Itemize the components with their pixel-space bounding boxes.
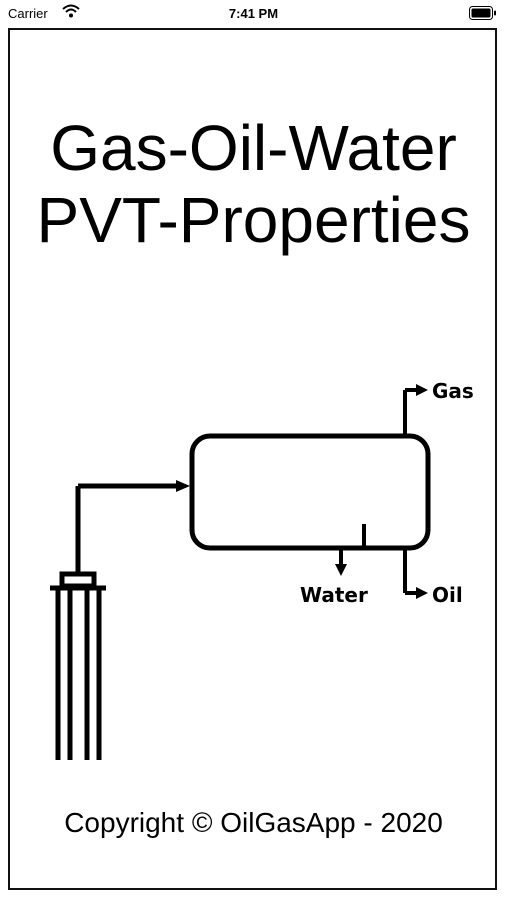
wellhead <box>50 483 180 760</box>
battery-icon <box>469 6 497 23</box>
inlet-arrow-icon <box>176 480 190 492</box>
copyright-text: Copyright © OilGasApp - 2020 <box>64 807 443 838</box>
page-title: Gas-Oil-Water PVT-Properties <box>0 112 507 256</box>
oil-label: Oil <box>432 583 463 607</box>
water-arrow-icon <box>335 564 347 576</box>
gas-label: Gas <box>432 379 474 403</box>
status-bar: Carrier 7:41 PM <box>0 0 507 28</box>
title-line-1: Gas-Oil-Water <box>50 112 457 184</box>
status-time: 7:41 PM <box>228 6 279 21</box>
separator-vessel <box>189 433 431 551</box>
title-line-2: PVT-Properties <box>36 184 471 256</box>
oil-arrow-icon <box>416 587 428 599</box>
gas-arrow-icon <box>416 384 428 396</box>
screen-frame <box>8 28 497 890</box>
water-label: Water <box>300 583 368 607</box>
separator-diagram-icon: Gas Water Oil <box>50 379 474 760</box>
wifi-icon <box>62 4 80 21</box>
carrier-label: Carrier <box>8 6 48 21</box>
